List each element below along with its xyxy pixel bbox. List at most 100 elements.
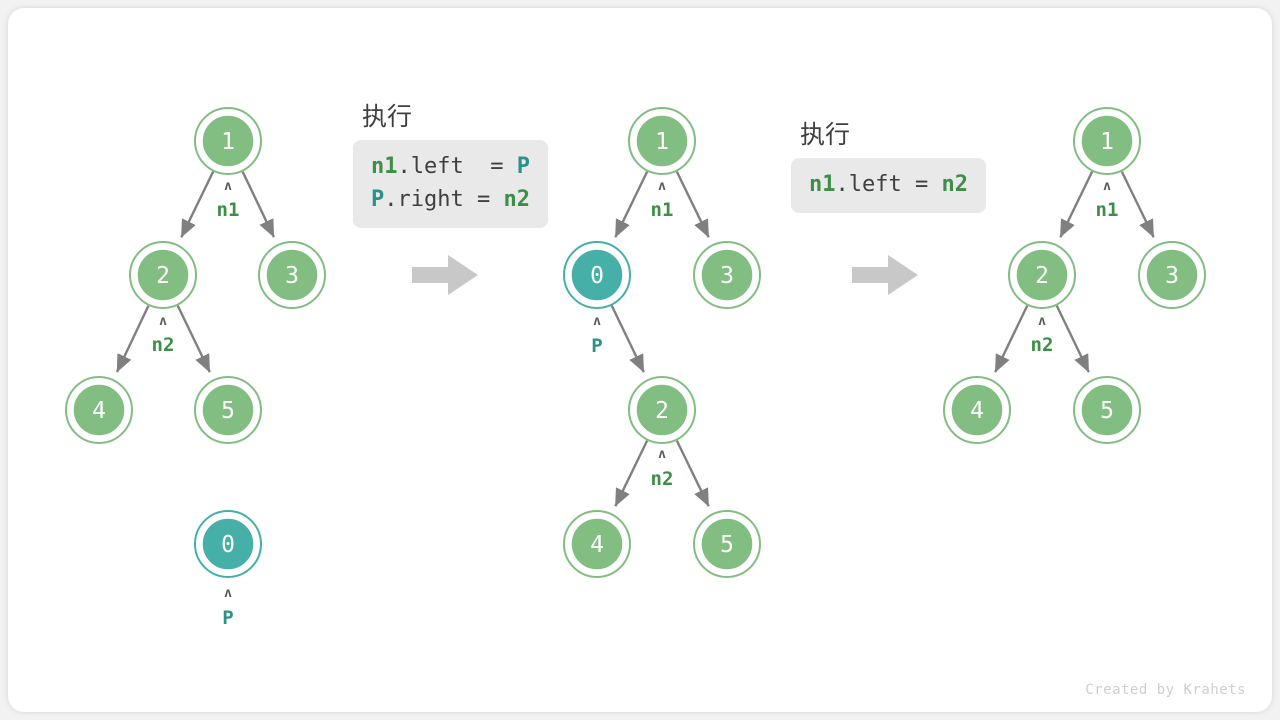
transition-arrow-icon [852, 255, 918, 295]
tree-node: 1 [194, 107, 262, 175]
node-disc [568, 246, 626, 304]
pointer-label: n1 [1096, 199, 1119, 221]
pointer-label: P [222, 607, 233, 629]
node-disc [199, 112, 257, 170]
node-outer-ring [65, 376, 133, 444]
node-value: 4 [92, 398, 106, 424]
tree-node: 5 [194, 376, 262, 444]
code-token: .left = [397, 154, 517, 179]
tree-node: 3 [693, 241, 761, 309]
tree-edge [1059, 171, 1094, 238]
node-value: 3 [1165, 263, 1179, 289]
code-token: n2 [503, 187, 530, 212]
node-disc [948, 381, 1006, 439]
node-value: 1 [655, 129, 669, 155]
tree-node: 2 [628, 376, 696, 444]
node-value: 4 [590, 532, 604, 558]
tree-node: 1 [628, 107, 696, 175]
node-disc [568, 515, 626, 573]
credit-text: Created by Krahets [1085, 682, 1246, 698]
node-disc [134, 246, 192, 304]
pointer-label: n1 [651, 199, 674, 221]
node-disc [1078, 112, 1136, 170]
tree-edge [675, 440, 710, 507]
node-outer-ring [563, 510, 631, 578]
transition-arrows-layer [412, 255, 918, 295]
tree-edge [1055, 305, 1090, 373]
pointer-label: n2 [651, 468, 674, 490]
transition-arrow-icon [412, 255, 478, 295]
node-outer-ring [194, 107, 262, 175]
node-disc [698, 246, 756, 304]
node-value: 3 [720, 263, 734, 289]
tree-node: 3 [258, 241, 326, 309]
tree-node: 5 [693, 510, 761, 578]
tree-edge [115, 305, 150, 373]
node-outer-ring [563, 241, 631, 309]
node-outer-ring [943, 376, 1011, 444]
tree-edge [675, 171, 710, 238]
tree-node: 1 [1073, 107, 1141, 175]
tree-edge [1120, 171, 1155, 238]
node-disc [199, 381, 257, 439]
code-token: P [516, 154, 530, 179]
code-token: .right = [384, 187, 504, 212]
node-outer-ring [194, 376, 262, 444]
node-disc [70, 381, 128, 439]
nodes-layer: 1 2 3 4 5 0 1 0 3 2 4 5 1 2 3 4 5 [65, 107, 1206, 578]
node-disc [1143, 246, 1201, 304]
node-disc [698, 515, 756, 573]
pointer-caret-icon: ʌ [593, 314, 601, 329]
node-outer-ring [693, 241, 761, 309]
code-line: n1.left = n2 [809, 168, 968, 201]
node-value: 2 [1035, 263, 1049, 289]
code-token: n1 [809, 172, 836, 197]
tree-node: 5 [1073, 376, 1141, 444]
tree-node: 2 [1008, 241, 1076, 309]
code-token: n1 [371, 154, 398, 179]
tree-edge [176, 305, 211, 373]
pointer-caret-icon: ʌ [224, 586, 232, 601]
code-line: n1.left = P [371, 150, 530, 183]
node-value: 3 [285, 263, 299, 289]
exec-caption: 执行 [362, 102, 413, 131]
node-outer-ring [258, 241, 326, 309]
node-value: 5 [221, 398, 235, 424]
code-line: P.right = n2 [371, 183, 530, 216]
pointer-caret-icon: ʌ [658, 447, 666, 462]
pointer-label: n1 [217, 199, 240, 221]
tree-node: 0 [563, 241, 631, 309]
tree-node: 4 [563, 510, 631, 578]
tree-edge [610, 305, 645, 373]
node-outer-ring [1073, 107, 1141, 175]
node-outer-ring [693, 510, 761, 578]
node-value: 1 [1100, 129, 1114, 155]
node-value: 1 [221, 129, 235, 155]
node-outer-ring [1008, 241, 1076, 309]
node-value: 0 [221, 532, 235, 558]
code-token: n2 [941, 172, 968, 197]
node-outer-ring [628, 107, 696, 175]
pointer-caret-icon: ʌ [159, 314, 167, 329]
tree-node: 4 [65, 376, 133, 444]
tree-node: 0 [194, 510, 262, 578]
node-value: 2 [655, 398, 669, 424]
tree-edge [614, 440, 649, 507]
node-value: 0 [590, 263, 604, 289]
tree-edge [180, 171, 215, 238]
node-value: 2 [156, 263, 170, 289]
tree-node: 2 [129, 241, 197, 309]
node-disc [1078, 381, 1136, 439]
edges-layer [115, 171, 1155, 507]
node-disc [633, 112, 691, 170]
tree-node: 4 [943, 376, 1011, 444]
code-token: P [371, 187, 385, 212]
node-value: 5 [1100, 398, 1114, 424]
tree-node: 3 [1138, 241, 1206, 309]
code-block: n1.left = n2 [791, 158, 986, 213]
node-disc [1013, 246, 1071, 304]
pointer-label: P [591, 335, 602, 357]
